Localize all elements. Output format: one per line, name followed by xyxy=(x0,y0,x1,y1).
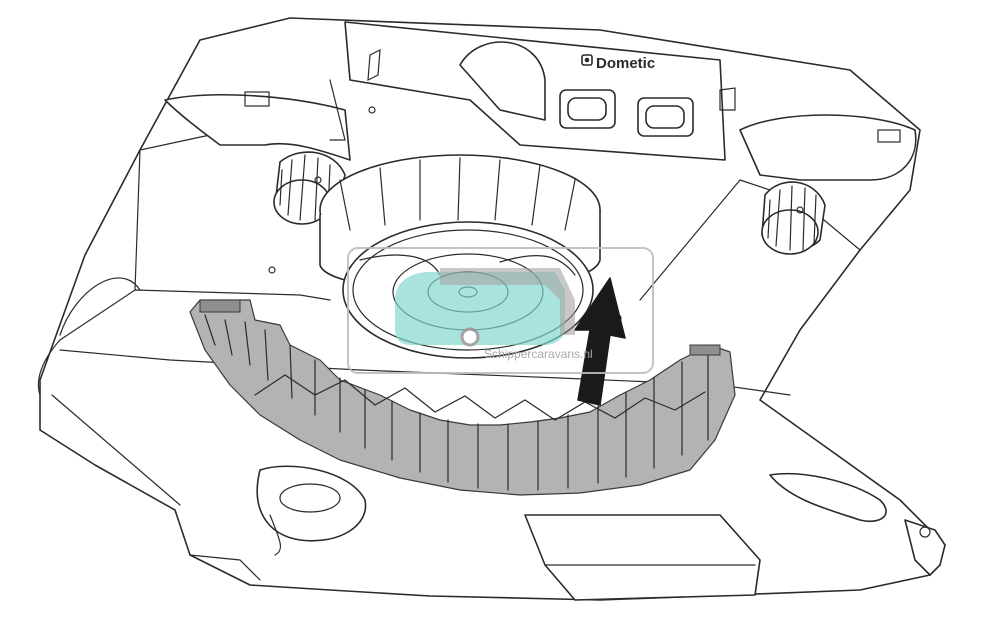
watermark-logo-icon xyxy=(347,247,654,374)
spotlight-icon xyxy=(761,181,826,255)
top-bracket: Dometic xyxy=(344,21,736,161)
brand-label: Dometic xyxy=(596,55,655,72)
right-lamp-arm xyxy=(739,114,917,181)
watermark-text: Schippercaravans.nl xyxy=(484,347,593,361)
left-lamp-arm xyxy=(164,79,351,161)
pleated-filter xyxy=(189,299,736,496)
dometic-logo-icon xyxy=(581,54,593,66)
